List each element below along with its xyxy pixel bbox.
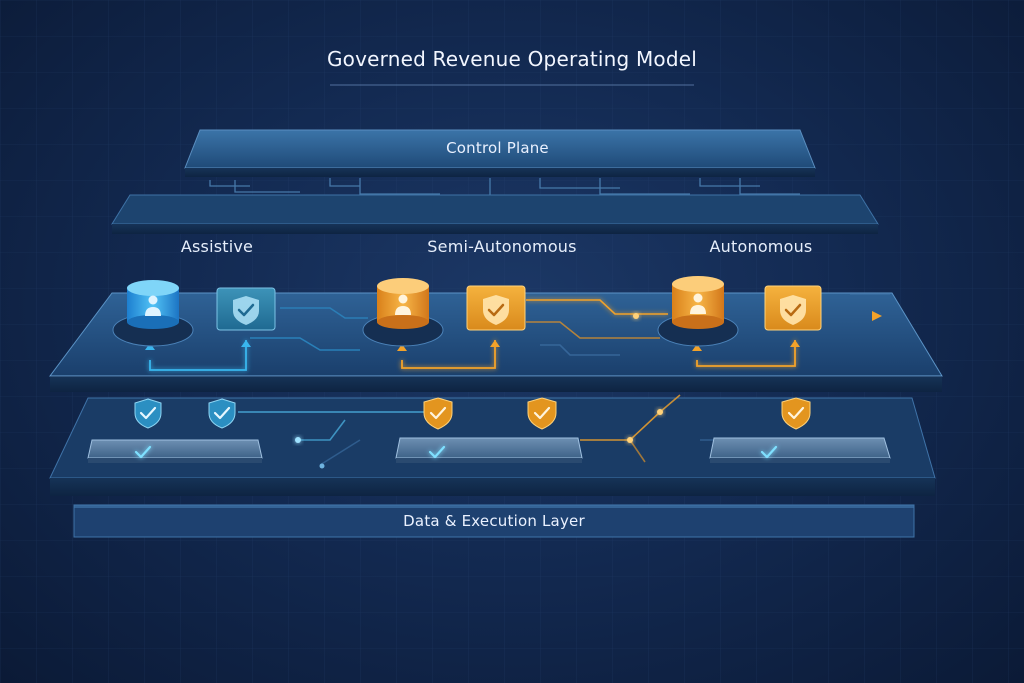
- autonomous-policy-box: [764, 285, 822, 331]
- checkmark-icon: [139, 406, 157, 420]
- checkmark-icon: [428, 445, 446, 459]
- tier-label-semi-autonomous: Semi-Autonomous: [427, 237, 577, 256]
- execution-panel-1: [87, 439, 263, 463]
- data-execution-layer-label: Data & Execution Layer: [403, 512, 585, 530]
- shield-check-icon: [483, 295, 509, 325]
- policy-shield-3: [423, 397, 453, 430]
- user-icon: [145, 295, 161, 316]
- user-icon: [690, 293, 706, 314]
- shield-check-icon: [233, 296, 259, 325]
- checkmark-icon: [134, 445, 152, 459]
- assistive-policy-box: [216, 287, 276, 331]
- tier-label-autonomous: Autonomous: [709, 237, 813, 256]
- policy-shield-2: [208, 398, 236, 429]
- checkmark-icon: [787, 406, 805, 420]
- execution-panel-3: [709, 437, 891, 463]
- policy-shield-1: [134, 398, 162, 429]
- tier-label-assistive: Assistive: [180, 237, 254, 256]
- user-icon: [395, 294, 411, 315]
- control-plane-slab: [184, 129, 816, 177]
- policy-traces: [162, 394, 780, 466]
- checkmark-icon: [213, 406, 231, 420]
- agent-layer-traces: [60, 293, 890, 356]
- autonomous-agent: [657, 276, 739, 347]
- control-plane-circuits: [209, 178, 800, 200]
- policy-shield-5: [781, 397, 811, 430]
- diagram-title: Governed Revenue Operating Model: [326, 47, 698, 71]
- policy-shield-4: [527, 397, 557, 430]
- semi-autonomous-policy-box: [466, 285, 526, 331]
- checkmark-icon: [429, 406, 447, 420]
- data-execution-slab: [73, 504, 915, 538]
- governance-slab: [111, 194, 879, 234]
- control-plane-label: Control Plane: [446, 139, 549, 157]
- checkmark-icon: [533, 406, 551, 420]
- checkmark-icon: [760, 445, 778, 459]
- semi-autonomous-agent: [362, 278, 444, 347]
- shield-check-icon: [780, 295, 806, 325]
- assistive-agent: [112, 280, 194, 347]
- execution-panel-2: [395, 437, 583, 463]
- trace-nodes: [295, 313, 663, 469]
